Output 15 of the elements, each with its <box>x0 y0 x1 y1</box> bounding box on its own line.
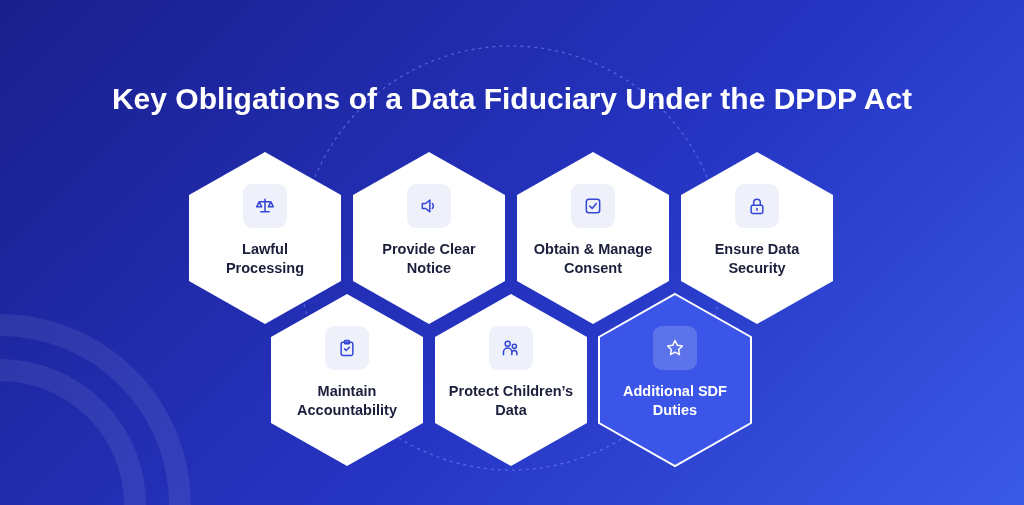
obligation-label: Provide Clear Notice <box>381 240 477 278</box>
hexagon-card <box>597 292 753 468</box>
obligation-label: Obtain & Manage Consent <box>532 240 654 278</box>
obligation-label: Lawful Processing <box>224 240 306 278</box>
obligation-label: Ensure Data Security <box>713 240 801 278</box>
hexagon-card <box>515 150 671 326</box>
obligation-label: Additional SDF Duties <box>622 382 728 420</box>
hexagon-card <box>187 150 343 326</box>
hexagon-card <box>679 150 835 326</box>
hexagon-card <box>351 150 507 326</box>
title: Key Obligations of a Data Fiduciary Under the DPDP Act <box>111 82 913 116</box>
hexagon-card <box>433 292 589 468</box>
obligation-label: Protect Children’s Data <box>447 382 575 420</box>
hexagon-card <box>269 292 425 468</box>
obligation-label: Maintain Accountability <box>296 382 398 420</box>
